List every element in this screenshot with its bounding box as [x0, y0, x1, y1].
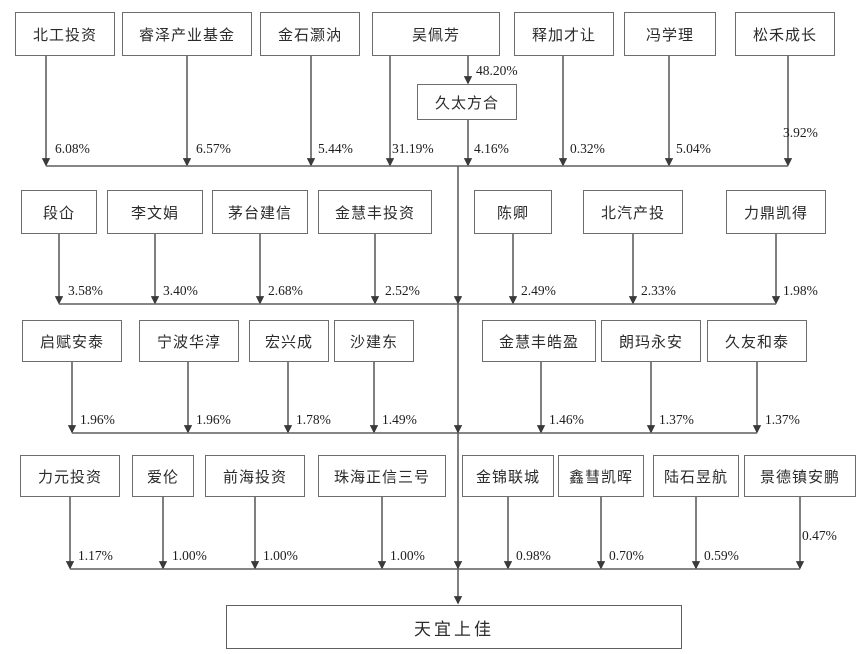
ownership-percentage-row-4-7: 0.47% — [802, 528, 837, 543]
ownership-percentage-row-2-6: 1.98% — [783, 283, 818, 298]
ownership-percentage-row-2-1: 3.40% — [163, 283, 198, 298]
ownership-percentage-row-3-2: 1.78% — [296, 412, 331, 427]
shareholder-box-row-4-5[interactable]: 鑫彗凯晖 — [558, 455, 644, 497]
ownership-percentage-row-4-0: 1.17% — [78, 548, 113, 563]
shareholder-box-row-4-2[interactable]: 前海投资 — [205, 455, 305, 497]
shareholder-box-row-1-3[interactable]: 吴佩芳 — [372, 12, 500, 56]
ownership-percentage-row-3-5: 1.37% — [659, 412, 694, 427]
shareholder-box-row-4-0[interactable]: 力元投资 — [20, 455, 120, 497]
shareholder-box-row-2-2[interactable]: 茅台建信 — [212, 190, 308, 234]
shareholder-box-row-1-intermediary[interactable]: 久太方合 — [417, 84, 517, 120]
shareholder-box-row-3-6[interactable]: 久友和泰 — [707, 320, 807, 362]
shareholder-box-row-4-6[interactable]: 陆石昱航 — [653, 455, 739, 497]
shareholder-box-row-2-5[interactable]: 北汽产投 — [583, 190, 683, 234]
ownership-percentage-row-2-4: 2.49% — [521, 283, 556, 298]
shareholder-box-row-1-5[interactable]: 冯学理 — [624, 12, 716, 56]
ownership-percentage-row-3-1: 1.96% — [196, 412, 231, 427]
ownership-percentage-row-4-4: 0.98% — [516, 548, 551, 563]
shareholder-box-row-2-3[interactable]: 金慧丰投资 — [318, 190, 432, 234]
shareholder-box-row-1-2[interactable]: 金石灏汭 — [260, 12, 360, 56]
shareholder-box-row-1-0[interactable]: 北工投资 — [15, 12, 115, 56]
shareholder-box-row-3-2[interactable]: 宏兴成 — [249, 320, 329, 362]
shareholder-box-row-3-3[interactable]: 沙建东 — [334, 320, 414, 362]
shareholder-box-row-3-5[interactable]: 朗玛永安 — [601, 320, 701, 362]
ownership-percentage-row-3-4: 1.46% — [549, 412, 584, 427]
shareholder-box-row-2-4[interactable]: 陈卿 — [474, 190, 552, 234]
shareholder-box-row-4-4[interactable]: 金锦联城 — [462, 455, 554, 497]
ownership-percentage-row-1-6: 3.92% — [783, 125, 818, 140]
ownership-percentage-row-1-intermediary-out: 4.16% — [474, 141, 509, 156]
ownership-percentage-row-4-1: 1.00% — [172, 548, 207, 563]
ownership-percentage-row-4-3: 1.00% — [390, 548, 425, 563]
shareholder-box-row-2-0[interactable]: 段仚 — [21, 190, 97, 234]
ownership-percentage-row-3-6: 1.37% — [765, 412, 800, 427]
shareholder-box-row-2-6[interactable]: 力鼎凯得 — [726, 190, 826, 234]
ownership-percentage-row-2-3: 2.52% — [385, 283, 420, 298]
shareholder-box-row-1-1[interactable]: 睿泽产业基金 — [122, 12, 252, 56]
shareholder-box-row-4-1[interactable]: 爱伦 — [132, 455, 194, 497]
shareholder-box-row-3-0[interactable]: 启赋安泰 — [22, 320, 122, 362]
shareholder-box-row-4-7[interactable]: 景德镇安鹏 — [744, 455, 856, 497]
ownership-percentage-row-3-3: 1.49% — [382, 412, 417, 427]
ownership-percentage-row-4-6: 0.59% — [704, 548, 739, 563]
target-company-box[interactable]: 天宜上佳 — [226, 605, 682, 649]
shareholder-box-row-1-4[interactable]: 释加才让 — [514, 12, 614, 56]
ownership-percentage-row-1-1: 6.57% — [196, 141, 231, 156]
ownership-percentage-row-1-intermediary-in: 48.20% — [476, 63, 518, 78]
ownership-percentage-row-1-4: 0.32% — [570, 141, 605, 156]
ownership-percentage-row-1-3: 31.19% — [392, 141, 434, 156]
shareholder-box-row-1-6[interactable]: 松禾成长 — [735, 12, 835, 56]
ownership-percentage-row-2-2: 2.68% — [268, 283, 303, 298]
ownership-percentage-row-3-0: 1.96% — [80, 412, 115, 427]
ownership-percentage-row-4-2: 1.00% — [263, 548, 298, 563]
shareholder-box-row-3-4[interactable]: 金慧丰皓盈 — [482, 320, 596, 362]
ownership-percentage-row-2-0: 3.58% — [68, 283, 103, 298]
shareholder-box-row-2-1[interactable]: 李文娟 — [107, 190, 203, 234]
shareholder-box-row-4-3[interactable]: 珠海正信三号 — [318, 455, 446, 497]
ownership-percentage-row-4-5: 0.70% — [609, 548, 644, 563]
shareholder-box-row-3-1[interactable]: 宁波华淳 — [139, 320, 239, 362]
ownership-percentage-row-1-2: 5.44% — [318, 141, 353, 156]
ownership-percentage-row-1-5: 5.04% — [676, 141, 711, 156]
ownership-percentage-row-1-0: 6.08% — [55, 141, 90, 156]
ownership-percentage-row-2-5: 2.33% — [641, 283, 676, 298]
